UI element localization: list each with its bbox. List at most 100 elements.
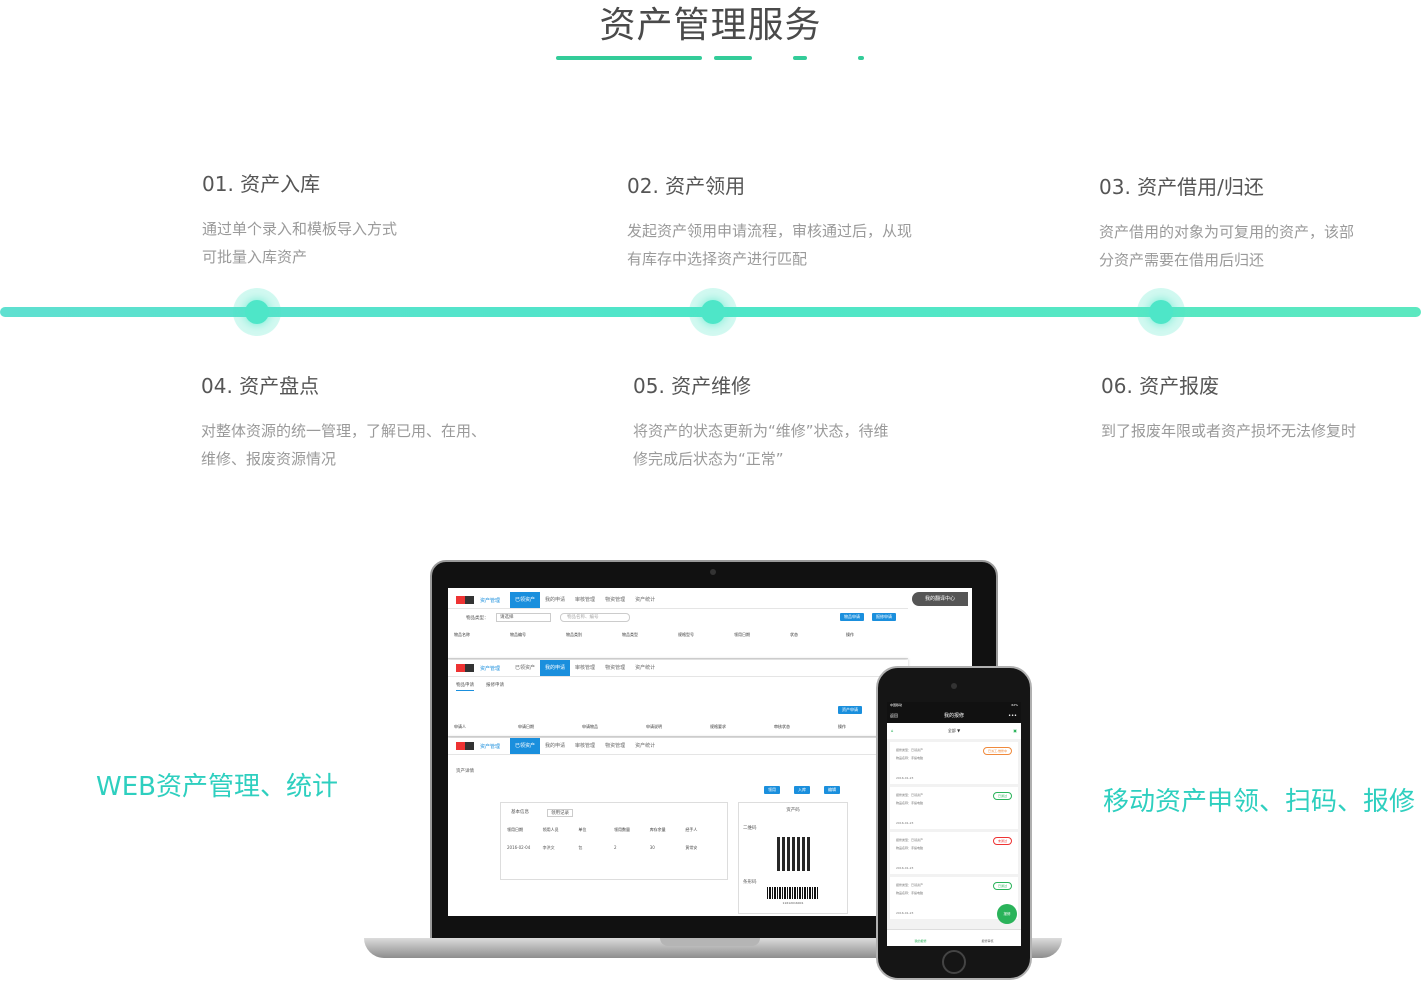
apply-button[interactable]: 物品申请: [840, 613, 864, 621]
tab-my-apply[interactable]: 我的申请: [545, 743, 566, 749]
detail-title: 资产详情: [456, 769, 474, 774]
card-name: 物品名称：手提电脑: [896, 756, 924, 760]
laptop-notch: [660, 938, 760, 946]
barcode-icon: [767, 887, 819, 899]
col-header: 单位: [578, 827, 587, 832]
col-header: 申请说明: [646, 724, 662, 729]
card-name: 物品名称：手提电脑: [896, 846, 924, 850]
status-badge: 未通过: [992, 837, 1012, 845]
col-header: 物品编号: [510, 632, 526, 637]
step-1: 01. 资产入库 通过单个录入和模板导入方式 可批量入库资产: [202, 168, 502, 271]
web-window-2: 资产管理 已领资产 我的申请 审核管理 物资管理 资产统计 物品申请 报修申请 …: [448, 660, 908, 737]
col-header: 操作: [846, 632, 854, 637]
detail-tab-basic[interactable]: 基本信息: [511, 810, 529, 815]
step-desc-line: 到了报废年限或者资产损坏无法修复时: [1101, 422, 1357, 440]
detail-collect-button[interactable]: 领用: [764, 786, 780, 794]
step-3: 03. 资产借用/归还 资产借用的对象为可复用的资产，该部 分资产需要在借用后归…: [1099, 171, 1399, 274]
step-desc: 资产借用的对象为可复用的资产，该部 分资产需要在借用后归还: [1099, 218, 1399, 274]
mobile-label: 移动资产申领、扫码、报修: [1103, 787, 1416, 817]
repair-fab-button[interactable]: 报修: [997, 904, 1017, 924]
tab-stats[interactable]: 资产统计: [635, 743, 656, 749]
timeline-node-2: [689, 288, 737, 336]
tab-my-apply[interactable]: 我的申请: [545, 597, 566, 603]
card-type: 报修类型：已领资产: [896, 748, 924, 752]
col-header: 领用日期: [507, 827, 523, 832]
step-desc-line: 资产借用的对象为可复用的资产，该部: [1099, 223, 1355, 241]
asset-apply-button[interactable]: 资产申请: [838, 706, 862, 714]
filter-select[interactable]: 请选择: [496, 613, 551, 622]
carrier: 中国移动: [890, 703, 903, 707]
tab-material[interactable]: 物资管理: [605, 743, 626, 749]
list-item[interactable]: 报修类型：已领资产 物品名称：手提电脑 未通过 2016-01-23: [890, 832, 1018, 874]
phone-camera: [951, 683, 957, 689]
card-type: 报修类型：已领资产: [896, 793, 924, 797]
col-header: 库存余量: [649, 827, 666, 832]
step-desc-line: 可批量入库资产: [202, 248, 308, 266]
web-topbar: 资产管理 已领资产 我的申请 审核管理 物资管理 资产统计: [448, 738, 972, 755]
tab-my-apply[interactable]: 我的申请: [540, 660, 571, 676]
phone-home-button[interactable]: [942, 950, 966, 974]
filter-label: 物品类型：: [466, 616, 489, 621]
status-badge: 已通过: [992, 882, 1012, 890]
subtab-apply[interactable]: 物品申请: [456, 682, 474, 691]
repair-button[interactable]: 报修申请: [872, 613, 896, 621]
list-item[interactable]: 报修类型：已领资产 物品名称：手提电脑 已派工,维修中 2016-01-23: [890, 742, 1018, 784]
tab-material[interactable]: 物资管理: [605, 665, 626, 671]
app-name: 资产管理: [480, 665, 501, 672]
home-icon[interactable]: ⌂: [891, 728, 894, 733]
back-button[interactable]: 返回: [890, 713, 898, 718]
cell: 黄常安: [685, 845, 698, 850]
col-header: 领用数量: [614, 827, 631, 832]
more-icon[interactable]: •••: [1008, 713, 1017, 719]
subtab-repair[interactable]: 报修申请: [486, 683, 504, 688]
filter-dropdown[interactable]: 全部 ▼: [947, 728, 961, 733]
tab-material[interactable]: 物资管理: [605, 597, 626, 603]
tab-stats[interactable]: 资产统计: [635, 665, 656, 671]
logo-icon: [456, 742, 474, 750]
status-badge: 已通过: [992, 792, 1012, 800]
tab-repair-review[interactable]: 报修审核: [981, 939, 994, 943]
col-header: 领用日期: [734, 632, 750, 637]
web-label: WEB资产管理、统计: [96, 772, 338, 802]
list-item[interactable]: 报修类型：已领资产 物品名称：手提电脑 已通过 2016-01-23: [890, 877, 1018, 919]
logo-icon: [456, 664, 474, 672]
detail-edit-button[interactable]: 编辑: [824, 786, 840, 794]
step-desc: 通过单个录入和模板导入方式 可批量入库资产: [202, 215, 502, 271]
card-name: 物品名称：手提电脑: [896, 891, 924, 895]
card-date: 2016-01-23: [896, 776, 914, 780]
asset-code-panel: 资产码 二维码 条形码 11612016001: [738, 802, 848, 914]
web-window-1: 资产管理 已领资产 我的申请 审核管理 物资管理 资产统计 物品类型： 请选择 …: [448, 592, 908, 659]
laptop-camera: [710, 569, 716, 575]
list-item[interactable]: 报修类型：已领资产 物品名称：手提电脑 已通过 2016-01-23: [890, 787, 1018, 829]
step-desc-line: 有库存中选择资产进行匹配: [627, 250, 808, 268]
detail-table-header: 领用日期 领用人员 单位 领用数量 库存余量 经手人: [507, 825, 721, 835]
detail-tab-records[interactable]: 领用记录: [547, 809, 573, 817]
tab-review[interactable]: 审核管理: [575, 597, 596, 603]
tab-review[interactable]: 审核管理: [575, 665, 596, 671]
step-title: 04. 资产盘点: [201, 374, 320, 398]
col-header: 操作: [838, 724, 846, 729]
tab-collected[interactable]: 已领资产: [510, 592, 541, 608]
search-input[interactable]: 物品名称、编号: [560, 613, 630, 622]
col-header: 领用人员: [542, 827, 559, 832]
col-header: 物品类型: [622, 632, 638, 637]
col-header: 审核状态: [774, 724, 790, 729]
qr-code-icon: [777, 837, 811, 871]
step-title: 02. 资产领用: [627, 174, 746, 198]
qr-label: 二维码: [743, 826, 757, 831]
phone-status-bar: 中国移动 62%: [887, 702, 1021, 709]
tab-my-repair[interactable]: 我的报修: [914, 939, 927, 943]
step-desc-line: 发起资产领用申请流程，审核通过后，从现: [627, 222, 913, 240]
tab-stats[interactable]: 资产统计: [635, 597, 656, 603]
phone-screen: 中国移动 62% 返回 我的报修 ••• ⌂ 全部 ▼ ▣ 报修类型：已领资产 …: [887, 702, 1021, 946]
barcode-label: 条形码: [743, 880, 757, 885]
detail-panel: 基本信息 领用记录 领用日期 领用人员 单位 领用数量 库存余量 经手人 201…: [500, 802, 728, 880]
web-topbar: 资产管理 已领资产 我的申请 审核管理 物资管理 资产统计: [448, 660, 908, 677]
center-tag[interactable]: 我的翻译中心: [912, 592, 968, 606]
detail-store-button[interactable]: 入库: [794, 786, 810, 794]
tab-collected[interactable]: 已领资产: [510, 738, 541, 754]
step-6: 06. 资产报废 到了报废年限或者资产损坏无法修复时: [1101, 370, 1401, 445]
scan-icon[interactable]: ▣: [1013, 728, 1017, 733]
tab-collected[interactable]: 已领资产: [515, 665, 536, 671]
tab-review[interactable]: 审核管理: [575, 743, 596, 749]
